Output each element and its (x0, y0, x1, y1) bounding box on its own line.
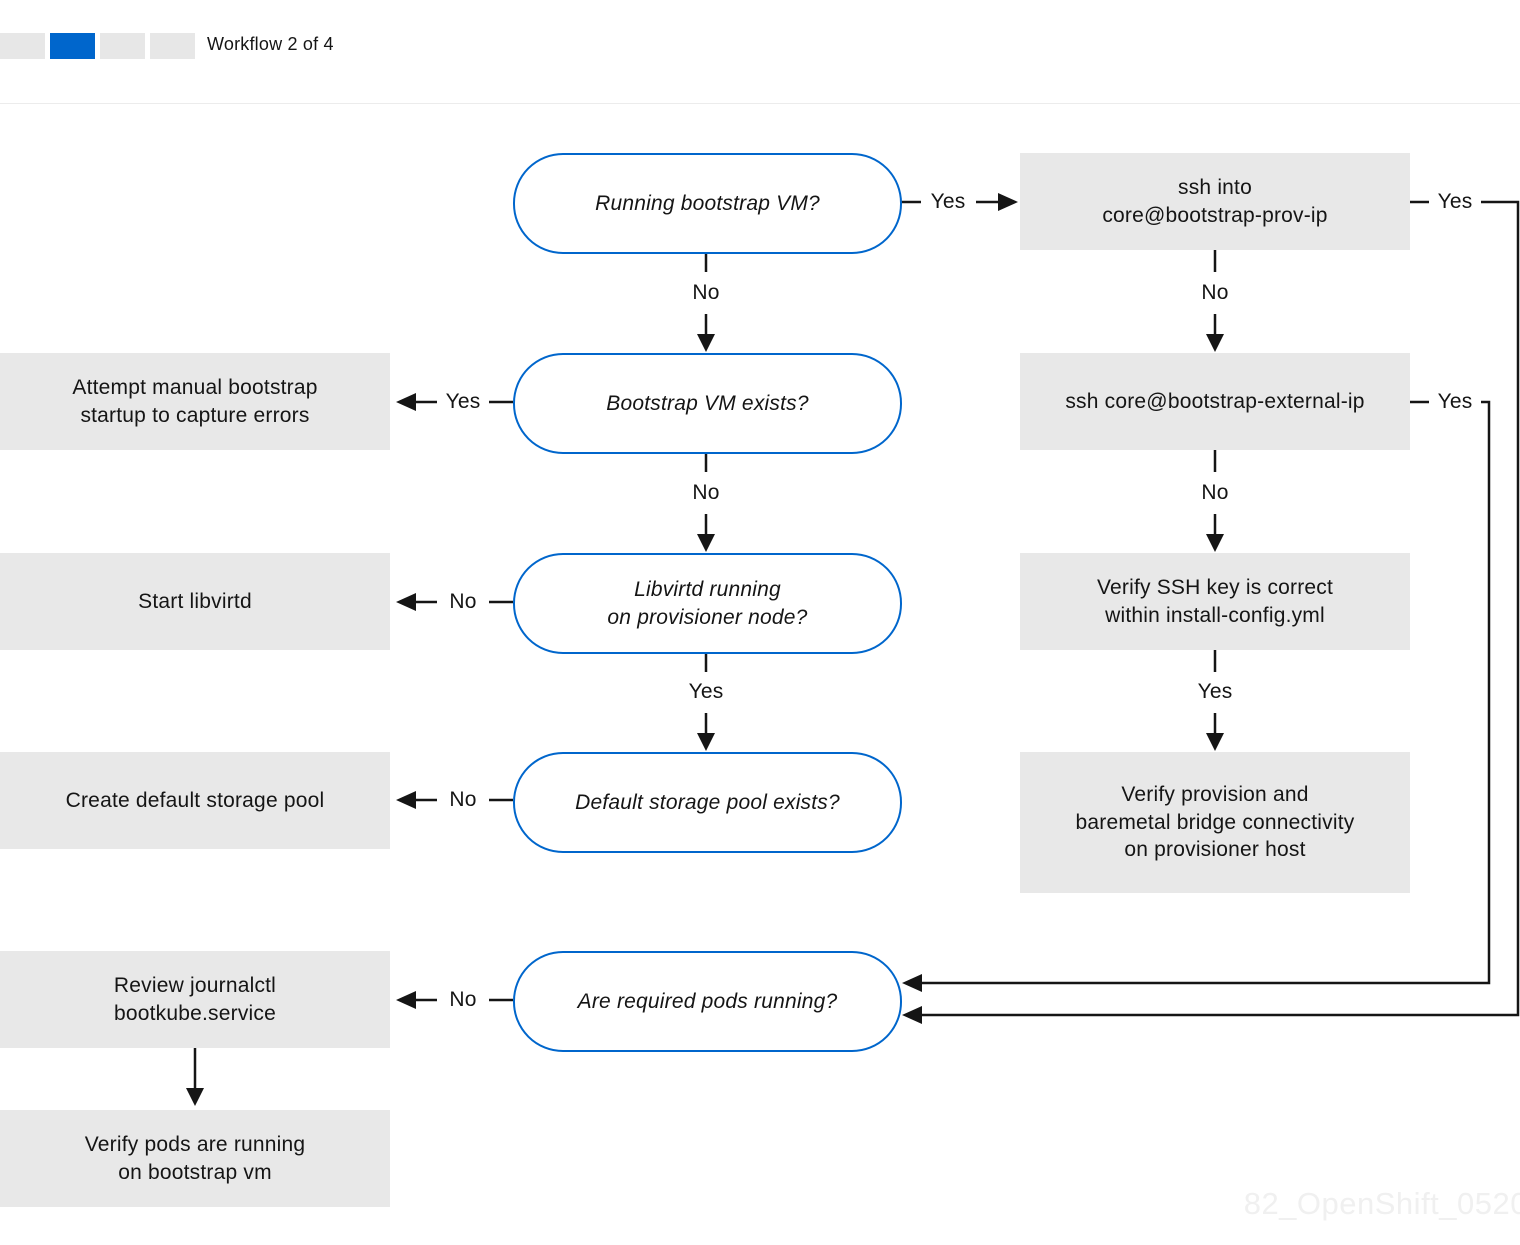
box-attempt-manual-bootstrap: Attempt manual bootstrap startup to capt… (0, 353, 390, 450)
edge-label-d1-no: No (692, 281, 720, 304)
box-review-journalctl: Review journalctl bootkube.service (0, 951, 390, 1048)
progress-step-3 (100, 33, 145, 59)
box-label: Attempt manual bootstrap startup to capt… (72, 375, 318, 427)
box-start-libvirtd: Start libvirtd (0, 553, 390, 650)
box-label: Review journalctl bootkube.service (113, 973, 277, 1025)
edge-label-d2-yes: Yes (445, 390, 481, 413)
decision-default-storage-pool: Default storage pool exists? (513, 752, 902, 853)
decision-label: Bootstrap VM exists? (606, 391, 809, 415)
box-label: Start libvirtd (138, 589, 252, 613)
decision-label: Default storage pool exists? (575, 790, 840, 814)
box-label: Verify pods are running on bootstrap vm (84, 1132, 306, 1184)
box-ssh-external-ip: ssh core@bootstrap-external-ip (1020, 353, 1410, 450)
box-verify-ssh-key: Verify SSH key is correct within install… (1020, 553, 1410, 650)
box-label: ssh core@bootstrap-external-ip (1065, 389, 1365, 413)
edge-label-d2-no: No (692, 481, 720, 504)
edge-label-r3-yes: Yes (1197, 680, 1233, 703)
workflow-progress-label: Workflow 2 of 4 (207, 34, 334, 54)
box-label: Verify provision and baremetal bridge co… (1075, 782, 1355, 862)
progress-step-2-active (50, 33, 95, 59)
decision-bootstrap-vm-exists: Bootstrap VM exists? (513, 353, 902, 454)
progress-step-1 (0, 33, 45, 59)
watermark: 82_OpenShift_0520 (1243, 1186, 1520, 1221)
box-ssh-into-prov-ip: ssh into core@bootstrap-prov-ip (1020, 153, 1410, 250)
edge-label-r1-yes: Yes (1437, 190, 1473, 213)
box-label: ssh into core@bootstrap-prov-ip (1102, 175, 1328, 227)
decision-label: Are required pods running? (577, 989, 838, 1013)
edge-label-d5-no: No (449, 988, 477, 1011)
edge-label-d3-no: No (449, 590, 477, 613)
box-verify-pods-running: Verify pods are running on bootstrap vm (0, 1110, 390, 1207)
box-label: Create default storage pool (65, 788, 325, 812)
edge-label-r2-yes: Yes (1437, 390, 1473, 413)
box-verify-bridge-connectivity: Verify provision and baremetal bridge co… (1020, 752, 1410, 893)
edge-label-d4-no: No (449, 788, 477, 811)
header-divider (0, 103, 1520, 104)
decision-running-bootstrap-vm: Running bootstrap VM? (513, 153, 902, 254)
edge-label-d3-yes: Yes (688, 680, 724, 703)
progress-step-4 (150, 33, 195, 59)
edge-label-d1-yes: Yes (930, 190, 966, 213)
decision-label: Libvirtd running on provisioner node? (607, 577, 808, 629)
box-create-default-storage-pool: Create default storage pool (0, 752, 390, 849)
decision-label: Running bootstrap VM? (595, 191, 820, 215)
box-label: Verify SSH key is correct within install… (1096, 575, 1334, 627)
edge-label-r1-no: No (1201, 281, 1229, 304)
edge-label-r2-no: No (1201, 481, 1229, 504)
decision-required-pods-running: Are required pods running? (513, 951, 902, 1052)
decision-libvirtd-running: Libvirtd running on provisioner node? (513, 553, 902, 654)
